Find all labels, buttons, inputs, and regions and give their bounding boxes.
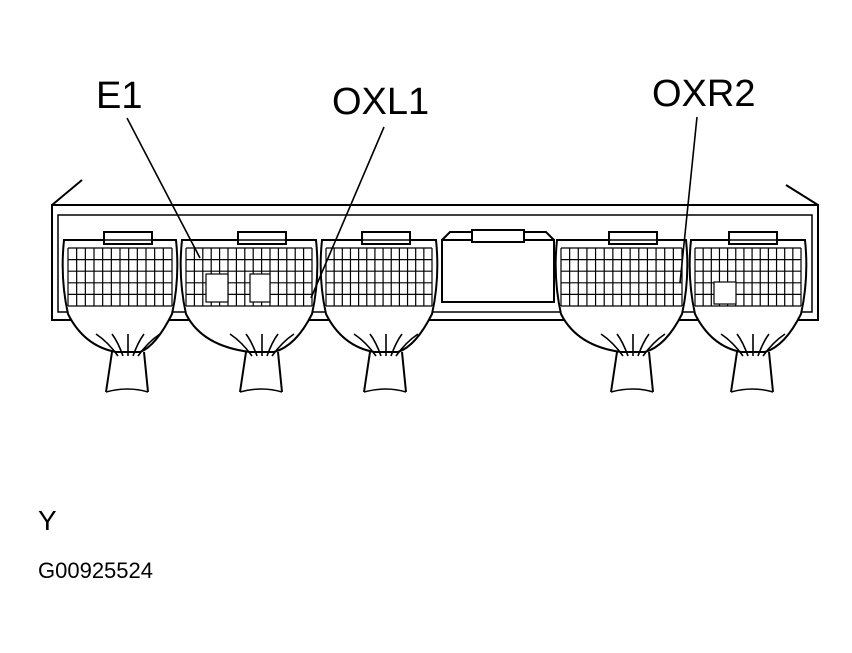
callout-leaders <box>126 116 698 299</box>
connector-2 <box>179 231 319 393</box>
center-blank-socket <box>441 229 555 303</box>
connector-3 <box>319 231 439 393</box>
connector-1 <box>61 231 179 393</box>
leader-oxr2 <box>679 116 698 284</box>
connector-4 <box>554 231 689 393</box>
callout-oxl1: OXL1 <box>332 81 429 123</box>
callout-oxr2: OXR2 <box>652 73 755 115</box>
connector-5 <box>688 231 808 393</box>
connector-group <box>61 231 808 393</box>
figure-code: G00925524 <box>38 558 153 583</box>
leader-e1 <box>126 117 201 259</box>
callout-e1: E1 <box>96 75 142 117</box>
view-letter: Y <box>38 505 57 536</box>
leader-oxl1 <box>310 126 385 299</box>
